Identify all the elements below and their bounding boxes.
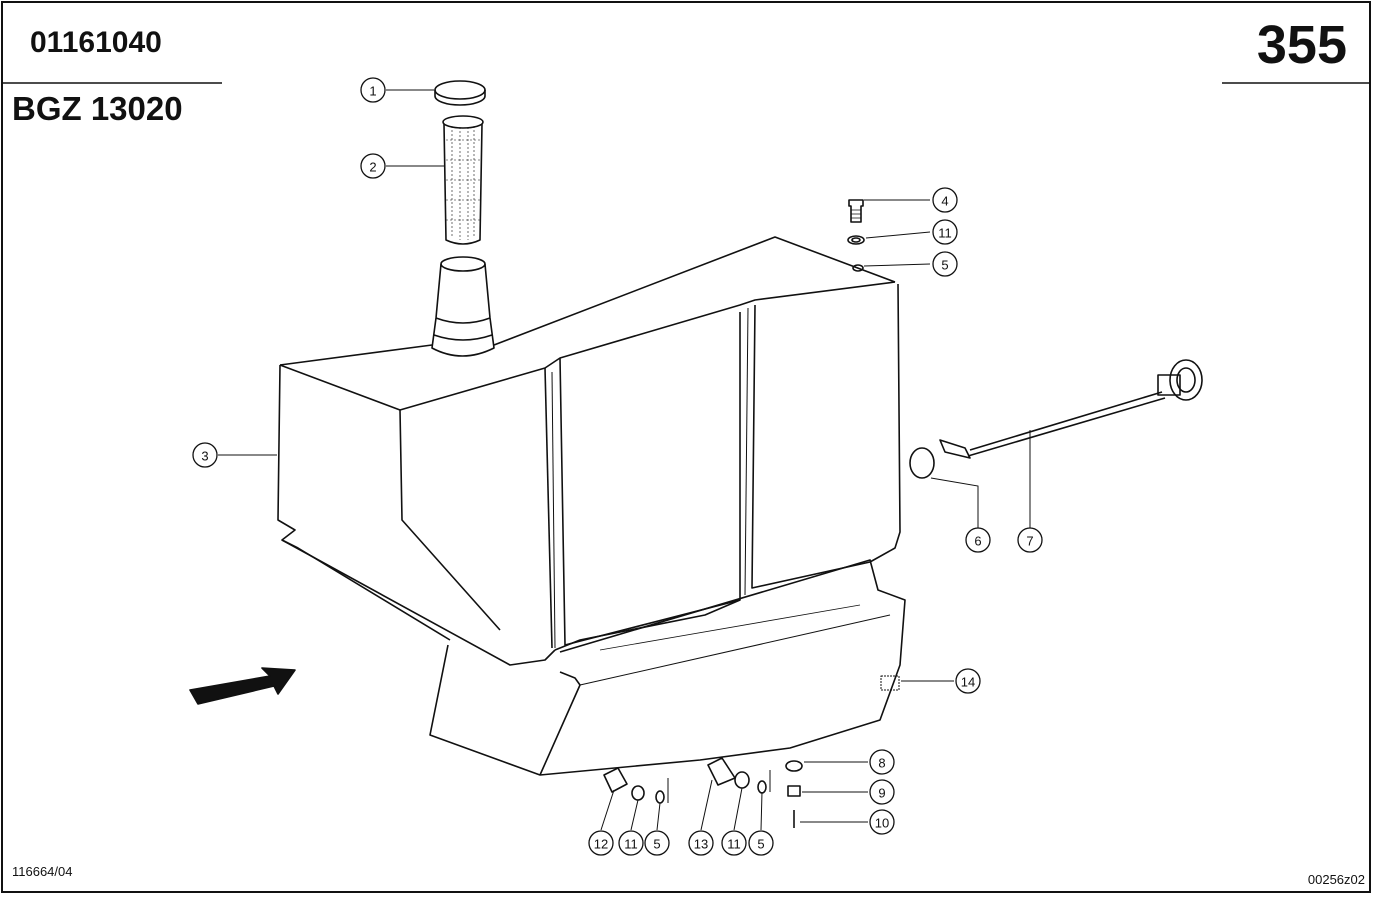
o-ring-part <box>909 447 935 479</box>
callout-c13: 13 <box>688 830 714 856</box>
callout-label: 12 <box>594 837 608 852</box>
callout-label: 5 <box>757 837 764 852</box>
callout-label: 5 <box>653 837 660 852</box>
callout-label: 4 <box>941 194 948 209</box>
callout-c10: 10 <box>869 809 895 835</box>
filler-neck <box>431 256 495 357</box>
callout-circle <box>360 153 386 179</box>
callout-label: 6 <box>974 534 981 549</box>
callout-c8: 8 <box>869 749 895 775</box>
document-number: 01161040 <box>30 26 162 59</box>
callout-c3: 3 <box>192 442 218 468</box>
image-code: 00256z02 <box>1307 872 1365 887</box>
fuel-tank-body <box>277 236 906 776</box>
direction-arrow <box>189 667 296 705</box>
callout-c2: 2 <box>360 153 386 179</box>
callout-label: 11 <box>624 837 638 852</box>
label-plate-part <box>880 675 900 691</box>
leader-lines <box>218 89 1031 831</box>
callout-c14: 14 <box>955 668 981 694</box>
callout-c9: 9 <box>869 779 895 805</box>
callout-c6: 6 <box>965 527 991 553</box>
callout-circle <box>618 830 644 856</box>
callout-c5a: 5 <box>932 251 958 277</box>
callout-circle <box>965 527 991 553</box>
callout-circle <box>688 830 714 856</box>
callout-c1: 1 <box>360 77 386 103</box>
callout-circle <box>932 251 958 277</box>
callout-label: 14 <box>961 675 975 690</box>
callout-circle <box>192 442 218 468</box>
callout-label: 2 <box>369 160 376 175</box>
callout-circle <box>588 830 614 856</box>
callout-label: 1 <box>369 84 376 99</box>
callout-label: 13 <box>694 837 708 852</box>
callout-c12: 12 <box>588 830 614 856</box>
callout-circle <box>748 830 774 856</box>
callout-circle <box>869 809 895 835</box>
callout-c11b: 11 <box>618 830 644 856</box>
level-sensor-part <box>939 359 1203 459</box>
callout-label: 11 <box>727 837 741 852</box>
callout-c11a: 11 <box>932 219 958 245</box>
model-code: BGZ 13020 <box>12 90 183 127</box>
callout-label: 5 <box>941 258 948 273</box>
cap-part <box>434 80 486 106</box>
page-number: 355 <box>1256 15 1347 75</box>
callout-label: 11 <box>938 226 952 241</box>
callout-c5c: 5 <box>748 830 774 856</box>
callout-c11c: 11 <box>721 830 747 856</box>
callout-label: 9 <box>878 786 885 801</box>
callout-label: 8 <box>878 756 885 771</box>
callout-circle <box>869 749 895 775</box>
callout-label: 3 <box>201 449 208 464</box>
callout-circle <box>932 187 958 213</box>
callout-c5b: 5 <box>644 830 670 856</box>
callout-circle <box>644 830 670 856</box>
strainer-part <box>442 115 484 245</box>
callout-label: 7 <box>1026 534 1033 549</box>
callout-label: 10 <box>875 816 889 831</box>
drawing-number: 116664/04 <box>12 864 73 879</box>
callout-circle <box>932 219 958 245</box>
callout-c4: 4 <box>932 187 958 213</box>
top-plug-assembly <box>847 199 865 272</box>
callout-c7: 7 <box>1017 527 1043 553</box>
bottom-fittings <box>603 757 803 828</box>
callout-circle <box>955 668 981 694</box>
callout-circle <box>721 830 747 856</box>
callout-circle <box>1017 527 1043 553</box>
callout-circle <box>869 779 895 805</box>
callout-circle <box>360 77 386 103</box>
